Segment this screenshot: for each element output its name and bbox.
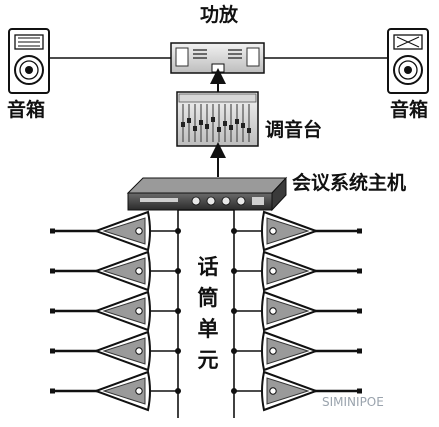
mixer-label: 调音台: [265, 119, 323, 141]
microphone-unit-icon: [50, 250, 181, 292]
speaker-left-label: 音箱: [7, 99, 46, 121]
microphone-unit-icon: [50, 370, 181, 412]
speaker-right-icon: [387, 28, 429, 94]
mic-units-char: 元: [197, 348, 219, 372]
amplifier-label: 功放: [200, 4, 239, 26]
mic-units-char: 筒: [197, 286, 219, 310]
amplifier-icon: [170, 42, 265, 74]
microphone-unit-icon: [231, 370, 362, 412]
microphone-unit-icon: [50, 210, 181, 252]
microphone-unit-icon: [231, 210, 362, 252]
microphone-unit-icon: [231, 330, 362, 372]
microphone-unit-icon: [50, 330, 181, 372]
speaker-right-label: 音箱: [390, 99, 429, 121]
mic-units-char: 单: [197, 317, 219, 341]
mixer-icon: [176, 91, 259, 147]
host-label: 会议系统主机: [292, 172, 407, 194]
mic-units-label: 话 筒 单 元: [196, 252, 220, 376]
speaker-left-icon: [8, 28, 50, 94]
microphone-unit-icon: [231, 250, 362, 292]
right-microphone-group: [231, 210, 362, 412]
microphone-unit-icon: [50, 290, 181, 332]
watermark: SIMINIPOE: [322, 395, 384, 409]
conference-host-icon: [126, 176, 288, 212]
left-microphone-group: [50, 210, 181, 412]
microphone-unit-icon: [231, 290, 362, 332]
mic-units-char: 话: [197, 255, 219, 279]
